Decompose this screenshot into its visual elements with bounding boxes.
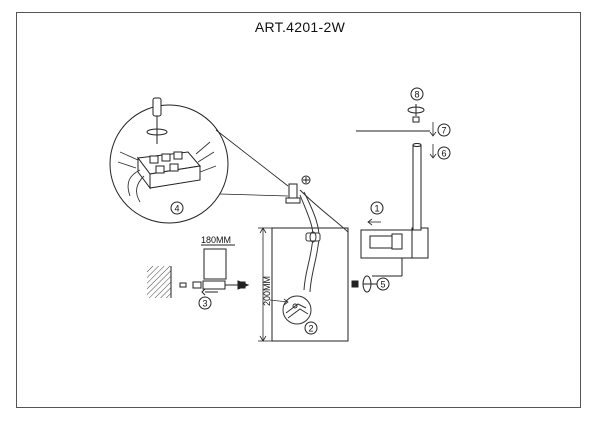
step-marker-2: 2 xyxy=(304,321,318,335)
height-dimension xyxy=(258,227,272,342)
step-marker-7: 7 xyxy=(437,123,451,137)
power-cable xyxy=(299,189,349,293)
wall-plate-outline xyxy=(271,227,349,342)
wall-section xyxy=(147,266,172,298)
height-label: 200MM xyxy=(262,276,272,306)
terminal-block-detail xyxy=(109,97,289,224)
direction-arrows xyxy=(367,122,437,226)
step-marker-8: 8 xyxy=(410,87,424,101)
svg-text:7: 7 xyxy=(441,126,446,136)
lamp-tube xyxy=(412,143,422,231)
cable-clamp xyxy=(305,231,321,243)
dimension-arrow-pointer xyxy=(269,298,289,306)
mounting-bracket xyxy=(360,227,429,277)
width-label: 180MM xyxy=(201,235,231,245)
wall-plug-and-screw xyxy=(179,280,250,296)
svg-text:4: 4 xyxy=(174,204,179,214)
svg-text:5: 5 xyxy=(380,280,385,290)
end-cap-screw xyxy=(407,104,425,123)
drawing-frame xyxy=(16,12,581,408)
page-title: ART.4201-2W xyxy=(254,19,346,35)
step-marker-5: 5 xyxy=(376,277,390,291)
svg-text:8: 8 xyxy=(414,90,419,100)
svg-text:3: 3 xyxy=(202,299,207,309)
svg-text:2: 2 xyxy=(308,324,313,334)
cable-terminal xyxy=(285,175,311,204)
connector-detail xyxy=(282,295,312,325)
svg-text:6: 6 xyxy=(441,149,446,159)
width-gauge xyxy=(201,244,235,280)
svg-text:1: 1 xyxy=(374,204,379,214)
step-marker-3: 3 xyxy=(198,296,212,310)
step-marker-1: 1 xyxy=(370,201,384,215)
step-marker-6: 6 xyxy=(437,146,451,160)
step-marker-4: 4 xyxy=(170,201,184,215)
